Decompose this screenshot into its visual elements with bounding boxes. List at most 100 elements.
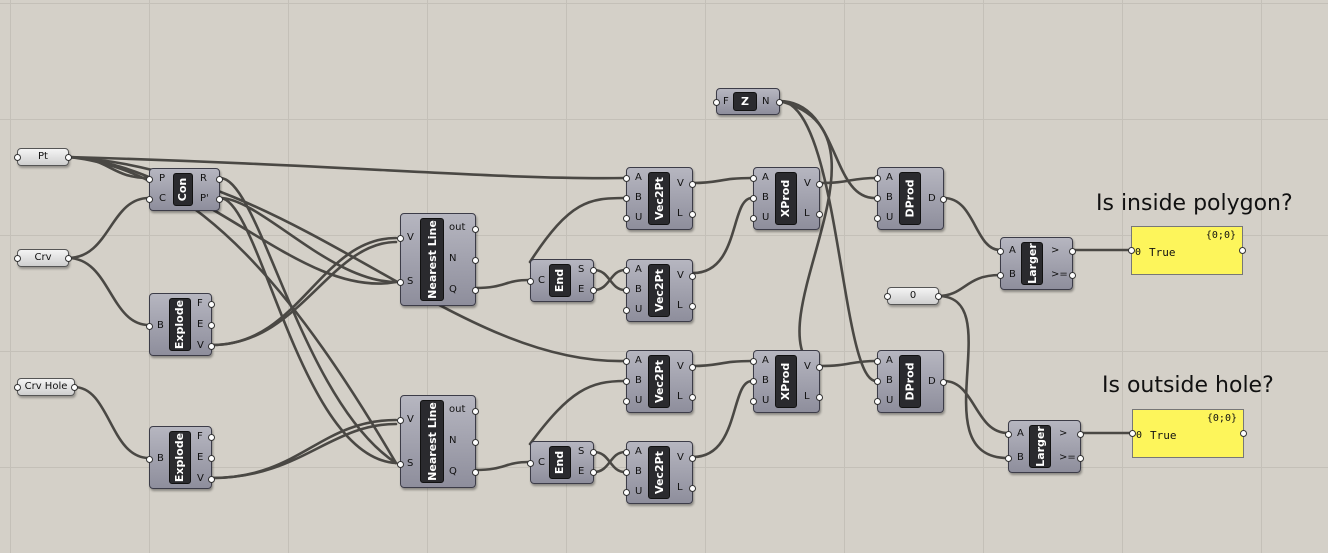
- input-grip[interactable]: [397, 461, 404, 468]
- input-grip[interactable]: [750, 175, 757, 182]
- input-grip[interactable]: [874, 398, 881, 405]
- input-grip[interactable]: [527, 278, 534, 285]
- pt-param[interactable]: Pt: [14, 148, 72, 166]
- vec2pt-component-3[interactable]: A B U Vec2Pt V L: [623, 350, 696, 413]
- input-grip[interactable]: [14, 255, 21, 262]
- input-grip[interactable]: [623, 267, 630, 274]
- larger-than-component-2[interactable]: A B Larger > >=: [1005, 420, 1084, 473]
- input-grip[interactable]: [1128, 247, 1135, 254]
- input-grip[interactable]: [874, 175, 881, 182]
- output-grip[interactable]: [216, 176, 223, 183]
- output-grip[interactable]: [65, 154, 72, 161]
- output-grip[interactable]: [472, 439, 479, 446]
- input-grip[interactable]: [623, 175, 630, 182]
- output-grip[interactable]: [940, 196, 947, 203]
- explode-component-1[interactable]: B Explode F E V: [146, 293, 215, 356]
- output-grip[interactable]: [1069, 248, 1076, 255]
- con-component[interactable]: P C Con R P': [146, 168, 223, 211]
- output-grip[interactable]: [776, 99, 783, 106]
- input-grip[interactable]: [623, 398, 630, 405]
- output-grip[interactable]: [1077, 431, 1084, 438]
- output-grip[interactable]: [208, 476, 215, 483]
- output-grip[interactable]: [935, 293, 942, 300]
- input-grip[interactable]: [14, 154, 21, 161]
- input-grip[interactable]: [397, 235, 404, 242]
- dot-product-component-2[interactable]: A B U DProd D: [874, 350, 947, 413]
- output-grip[interactable]: [689, 455, 696, 462]
- input-grip[interactable]: [1129, 430, 1136, 437]
- vec2pt-component-1[interactable]: A B U Vec2Pt V L: [623, 167, 696, 230]
- output-grip[interactable]: [472, 408, 479, 415]
- output-grip[interactable]: [472, 226, 479, 233]
- result-panel-inside[interactable]: {0;0} 0 True: [1128, 226, 1246, 275]
- crv-param[interactable]: Crv: [14, 249, 72, 267]
- unit-z-component[interactable]: F Z N: [713, 88, 783, 115]
- output-grip[interactable]: [1069, 272, 1076, 279]
- input-grip[interactable]: [750, 378, 757, 385]
- output-grip[interactable]: [816, 364, 823, 371]
- output-grip[interactable]: [71, 384, 78, 391]
- output-grip[interactable]: [689, 211, 696, 218]
- output-grip[interactable]: [689, 273, 696, 280]
- output-grip[interactable]: [1077, 455, 1084, 462]
- input-grip[interactable]: [713, 99, 720, 106]
- input-grip[interactable]: [1005, 431, 1012, 438]
- input-grip[interactable]: [623, 449, 630, 456]
- cross-product-component-2[interactable]: A B U XProd V L: [750, 350, 823, 413]
- output-grip[interactable]: [472, 469, 479, 476]
- output-grip[interactable]: [689, 303, 696, 310]
- output-grip[interactable]: [816, 394, 823, 401]
- input-grip[interactable]: [884, 293, 891, 300]
- output-grip[interactable]: [208, 434, 215, 441]
- input-grip[interactable]: [750, 358, 757, 365]
- output-grip[interactable]: [689, 364, 696, 371]
- input-grip[interactable]: [997, 272, 1004, 279]
- output-grip[interactable]: [472, 257, 479, 264]
- input-grip[interactable]: [623, 287, 630, 294]
- output-grip[interactable]: [590, 287, 597, 294]
- input-grip[interactable]: [874, 215, 881, 222]
- input-grip[interactable]: [146, 456, 153, 463]
- output-grip[interactable]: [1239, 247, 1246, 254]
- vec2pt-component-4[interactable]: A B U Vec2Pt V L: [623, 441, 696, 504]
- input-grip[interactable]: [874, 195, 881, 202]
- input-grip[interactable]: [397, 417, 404, 424]
- output-grip[interactable]: [689, 485, 696, 492]
- result-panel-outside[interactable]: {0;0} 0 True: [1129, 409, 1247, 458]
- output-grip[interactable]: [208, 301, 215, 308]
- crv-hole-param[interactable]: Crv Hole: [14, 378, 78, 396]
- cross-product-component-1[interactable]: A B U XProd V L: [750, 167, 823, 230]
- zero-number-param[interactable]: 0: [884, 287, 942, 305]
- explode-component-2[interactable]: B Explode F E V: [146, 426, 215, 489]
- dot-product-component-1[interactable]: A B U DProd D: [874, 167, 947, 230]
- input-grip[interactable]: [623, 358, 630, 365]
- output-grip[interactable]: [208, 343, 215, 350]
- output-grip[interactable]: [689, 394, 696, 401]
- larger-than-component-1[interactable]: A B Larger > >=: [997, 237, 1076, 290]
- nearest-line-component-1[interactable]: V S Nearest Line out N Q: [397, 213, 479, 306]
- input-grip[interactable]: [750, 195, 757, 202]
- output-grip[interactable]: [940, 379, 947, 386]
- nearest-line-component-2[interactable]: V S Nearest Line out N Q: [397, 395, 479, 488]
- input-grip[interactable]: [623, 307, 630, 314]
- end-points-component-1[interactable]: C End S E: [527, 259, 597, 302]
- output-grip[interactable]: [590, 449, 597, 456]
- output-grip[interactable]: [216, 196, 223, 203]
- input-grip[interactable]: [997, 248, 1004, 255]
- output-grip[interactable]: [816, 181, 823, 188]
- input-grip[interactable]: [750, 398, 757, 405]
- input-grip[interactable]: [146, 196, 153, 203]
- input-grip[interactable]: [14, 384, 21, 391]
- output-grip[interactable]: [208, 455, 215, 462]
- vec2pt-component-2[interactable]: A B U Vec2Pt V L: [623, 259, 696, 322]
- input-grip[interactable]: [874, 358, 881, 365]
- input-grip[interactable]: [874, 378, 881, 385]
- input-grip[interactable]: [397, 279, 404, 286]
- input-grip[interactable]: [527, 460, 534, 467]
- output-grip[interactable]: [65, 255, 72, 262]
- input-grip[interactable]: [623, 469, 630, 476]
- output-grip[interactable]: [816, 211, 823, 218]
- input-grip[interactable]: [1005, 455, 1012, 462]
- input-grip[interactable]: [623, 195, 630, 202]
